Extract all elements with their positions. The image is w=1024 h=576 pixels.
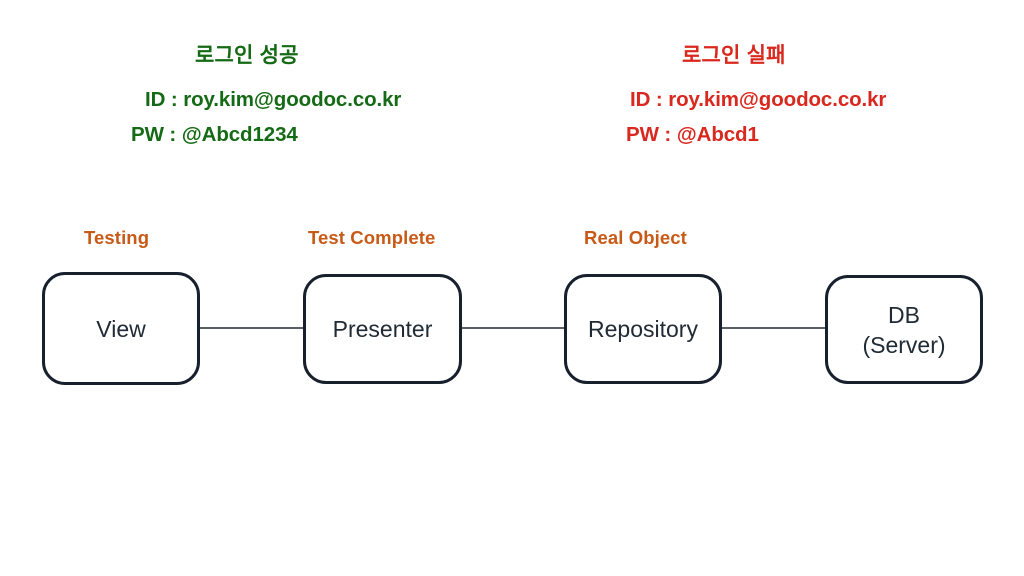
node-view-label: View [96, 315, 146, 342]
node-repository[interactable]: Repository [564, 274, 722, 384]
connector-presenter-repository [460, 327, 567, 329]
connector-view-presenter [198, 327, 306, 329]
node-db-text: DB (Server) [862, 300, 945, 360]
login-success-pw: PW : @Abcd1234 [131, 123, 298, 146]
node-presenter-text: Presenter [333, 314, 433, 344]
node-repository-text: Repository [588, 314, 698, 344]
login-success-id: ID : roy.kim@goodoc.co.kr [145, 88, 402, 111]
stage-label-real-object: Real Object [584, 227, 687, 248]
login-success-title: 로그인 성공 [195, 44, 299, 67]
login-failure-title: 로그인 실패 [682, 44, 786, 67]
spacer [131, 69, 401, 82]
login-success-panel: 로그인 성공 ID : roy.kim@goodoc.co.kr PW : @A… [131, 43, 401, 152]
node-view[interactable]: View [42, 272, 200, 385]
login-failure-pw: PW : @Abcd1 [626, 123, 759, 146]
spacer [626, 69, 886, 82]
node-repository-label: Repository [588, 316, 698, 342]
node-db-sublabel: (Server) [862, 331, 946, 358]
login-failure-id: ID : roy.kim@goodoc.co.kr [630, 88, 887, 111]
login-failure-panel: 로그인 실패 ID : roy.kim@goodoc.co.kr PW : @A… [626, 43, 886, 152]
stage-label-test-complete: Test Complete [308, 227, 436, 248]
node-presenter[interactable]: Presenter [303, 274, 462, 384]
node-view-text: View [96, 314, 145, 344]
node-db[interactable]: DB (Server) [825, 275, 983, 384]
connector-repository-db [720, 327, 828, 329]
stage-label-testing: Testing [84, 227, 150, 248]
node-db-label: DB [888, 301, 920, 328]
node-presenter-label: Presenter [332, 316, 433, 342]
